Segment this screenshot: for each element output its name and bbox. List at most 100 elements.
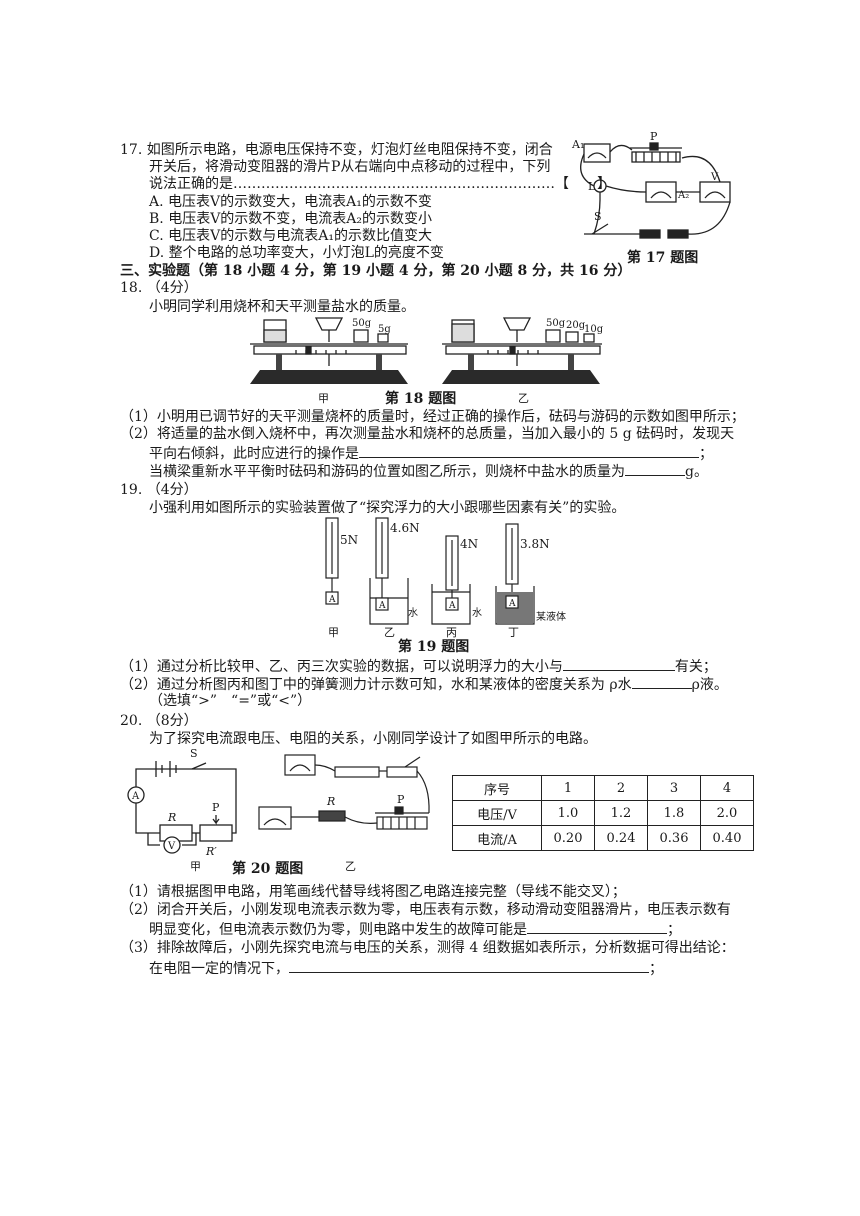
q20-sub2-line1: （2）闭合开关后，小刚发现电流表示数为零，电压表有示数，移动滑动变阻器滑片，电压… xyxy=(120,902,731,918)
q19-sub1-text: （1）通过分析比较甲、乙、丙三次实验的数据，可以说明浮力的大小与 xyxy=(120,659,563,675)
q20-jia-label-s: S xyxy=(190,747,198,760)
q20-circuit-diagram-jia: S A R P R′ V xyxy=(127,747,237,858)
q19-density-answer-blank[interactable] xyxy=(631,674,692,689)
q20-yi-label-r: R xyxy=(326,795,335,808)
q19-reading-bing: 4N xyxy=(460,537,478,551)
table-header-cell: 3 xyxy=(647,775,701,801)
q18-balance-jia: 50g 5g xyxy=(250,317,408,384)
q20-label-yi: 乙 xyxy=(345,860,356,873)
q19-reading-ding: 3.8N xyxy=(520,537,550,551)
section3-heading: 三、实验题（第 18 小题 4 分，第 19 小题 4 分，第 20 小题 8 … xyxy=(120,263,632,279)
table-row: 电压/V 1.0 1.2 1.8 2.0 xyxy=(452,800,754,826)
q19-water-label-bing: 水 xyxy=(472,607,482,619)
q20-fault-answer-blank[interactable] xyxy=(527,919,667,934)
q20-yi-label-p: P xyxy=(397,793,405,806)
q18-number: 18. （4分） xyxy=(120,280,198,296)
q20-jia-label-a: A xyxy=(131,791,140,802)
q19-block-ding: A xyxy=(508,599,516,609)
q19-label-jia: 甲 xyxy=(328,626,339,639)
q18-label-jia: 甲 xyxy=(318,392,329,405)
q19-sub2-hint: （选填“>” “=”或“<”） xyxy=(149,693,312,709)
table-cell: 0.36 xyxy=(647,825,701,851)
q20-caption: 第 20 题图 xyxy=(232,861,304,877)
table-header-row: 序号 1 2 3 4 xyxy=(452,775,754,801)
q19-number: 19. （4分） xyxy=(120,482,198,498)
q20-sub3-line2: 在电阻一定的情况下， ； xyxy=(149,958,663,978)
q20-data-table: 序号 1 2 3 4 电压/V 1.0 1.2 1.8 2.0 电流/A 0.2… xyxy=(452,775,754,851)
q17-stem-line1: 17. 如图所示电路，电源电压保持不变，灯泡灯丝电阻保持不变，闭合 xyxy=(120,142,553,158)
q20-sub3-end: ； xyxy=(649,961,663,977)
table-cell: 0.20 xyxy=(541,825,595,851)
q19-block-bing: A xyxy=(448,601,456,611)
q18-caption: 第 18 题图 xyxy=(385,391,457,407)
q19-reading-yi: 4.6N xyxy=(390,521,420,535)
q17-caption: 第 17 题图 xyxy=(627,250,699,266)
q17-label-a2: A₂ xyxy=(677,190,689,201)
q19-buoyancy-figure: 5N 4.6N 4N 3.8N A A A A 水 水 某液体 甲 乙 丙 丁 xyxy=(325,517,566,639)
q20-sub2-text: 明显变化，但电流表示数仍为零，则电路中发生的故障可能是 xyxy=(149,922,527,938)
q19-caption: 第 19 题图 xyxy=(398,639,470,655)
table-cell: 0.40 xyxy=(700,825,754,851)
q19-sub1-end: 有关； xyxy=(674,659,717,675)
table-cell: 1.2 xyxy=(594,800,648,826)
q20-conclusion-answer-blank[interactable] xyxy=(289,958,649,973)
q19-sub2: （2）通过分析图丙和图丁中的弹簧测力计示数可知，水和某液体的密度关系为 ρ水 ρ液… xyxy=(120,674,728,694)
q19-label-ding: 丁 xyxy=(508,626,519,639)
q20-jia-label-r-prime: R′ xyxy=(205,845,217,858)
q19-factor-answer-blank[interactable] xyxy=(562,656,675,671)
q18-yi-weight-50g: 50g xyxy=(546,318,566,329)
q18-operation-answer-blank[interactable] xyxy=(359,443,699,458)
q17-label-s: S xyxy=(594,210,602,223)
q20-physical-circuit-yi: R P xyxy=(258,754,430,830)
q17-label-v: V xyxy=(710,172,719,183)
table-cell: 电压/V xyxy=(452,800,542,826)
table-header-cell: 1 xyxy=(541,775,595,801)
q17-option-a: A. 电压表V的示数变大，电流表A₁的示数不变 xyxy=(149,194,432,210)
q20-sub3-line1: （3）排除故障后，小刚先探究电流与电压的关系，测得 4 组数据如表所示，分析数据… xyxy=(120,940,735,956)
q20-label-jia: 甲 xyxy=(190,860,201,873)
table-row: 电流/A 0.20 0.24 0.36 0.40 xyxy=(452,825,754,851)
q17-option-c: C. 电压表V的示数与电流表A₁的示数比值变大 xyxy=(149,228,432,244)
q18-sub2-line1: （2）将适量的盐水倒入烧杯中，再次测量盐水和烧杯的总质量，当加入最小的 5 g … xyxy=(120,426,735,442)
q19-block-jia: A xyxy=(328,595,336,605)
q17-label-p: P xyxy=(650,130,658,143)
table-cell: 电流/A xyxy=(452,825,542,851)
table-header-cell: 2 xyxy=(594,775,648,801)
q17-label-a1: A₁ xyxy=(571,138,584,151)
table-cell: 0.24 xyxy=(594,825,648,851)
q18-sub2-line3: 当横梁重新水平平衡时砝码和游码的位置如图乙所示，则烧杯中盐水的质量为 g。 xyxy=(149,461,708,481)
q18-intro: 小明同学利用烧杯和天平测量盐水的质量。 xyxy=(149,299,415,315)
table-header-cell: 序号 xyxy=(452,775,542,801)
q18-label-yi: 乙 xyxy=(518,392,529,405)
q18-jia-weight-50g: 50g xyxy=(352,318,372,329)
q20-jia-label-r: R xyxy=(167,811,176,824)
q20-sub1: （1）请根据图甲电路，用笔画线代替导线将图乙电路连接完整（导线不能交叉）； xyxy=(120,884,626,900)
q19-sub2-end: ρ液。 xyxy=(691,677,728,693)
q19-sub1: （1）通过分析比较甲、乙、丙三次实验的数据，可以说明浮力的大小与 有关； xyxy=(120,656,717,676)
q18-sub2-mass-text: 当横梁重新水平平衡时砝码和游码的位置如图乙所示，则烧杯中盐水的质量为 xyxy=(149,464,625,480)
q20-jia-label-p: P xyxy=(212,801,220,814)
table-header-cell: 4 xyxy=(700,775,754,801)
table-cell: 1.8 xyxy=(647,800,701,826)
table-cell: 1.0 xyxy=(541,800,595,826)
q19-intro: 小强利用如图所示的实验装置做了“探究浮力的大小跟哪些因素有关”的实验。 xyxy=(149,500,626,516)
q17-option-d: D. 整个电路的总功率变大，小灯泡L的亮度不变 xyxy=(149,245,444,261)
q17-stem-line2: 开关后，将滑动变阻器的滑片P从右端向中点移动的过程中，下列 xyxy=(149,159,551,175)
q18-sub2-text: 平向右倾斜，此时应进行的操作是 xyxy=(149,446,359,462)
q18-mass-answer-blank[interactable] xyxy=(625,461,685,476)
table-cell: 2.0 xyxy=(700,800,754,826)
q20-jia-label-v: V xyxy=(167,841,176,852)
q18-sub2-mass-unit: g。 xyxy=(685,464,708,480)
q18-sub2-line2: 平向右倾斜，此时应进行的操作是； xyxy=(149,443,713,463)
q20-intro: 为了探究电流跟电压、电阻的关系，小刚同学设计了如图甲所示的电路。 xyxy=(149,731,597,747)
q19-sub2-text: （2）通过分析图丙和图丁中的弹簧测力计示数可知，水和某液体的密度关系为 ρ水 xyxy=(120,677,632,693)
q20-sub3-text: 在电阻一定的情况下， xyxy=(149,961,289,977)
q19-water-label-yi: 水 xyxy=(408,607,418,619)
q17-option-b: B. 电压表V的示数不变，电流表A₂的示数变小 xyxy=(149,211,433,227)
q19-block-yi: A xyxy=(378,601,386,611)
q18-yi-weight-20g: 20g xyxy=(566,320,586,331)
q20-sub2-line2: 明显变化，但电流表示数仍为零，则电路中发生的故障可能是； xyxy=(149,919,681,939)
q17-circuit-figure: A₁ P L A₂ V S xyxy=(571,130,731,239)
q18-yi-weight-10g: 10g xyxy=(584,324,604,335)
q17-stem-line3: 说法正确的是……………………………………………………………【 】 xyxy=(149,176,611,192)
